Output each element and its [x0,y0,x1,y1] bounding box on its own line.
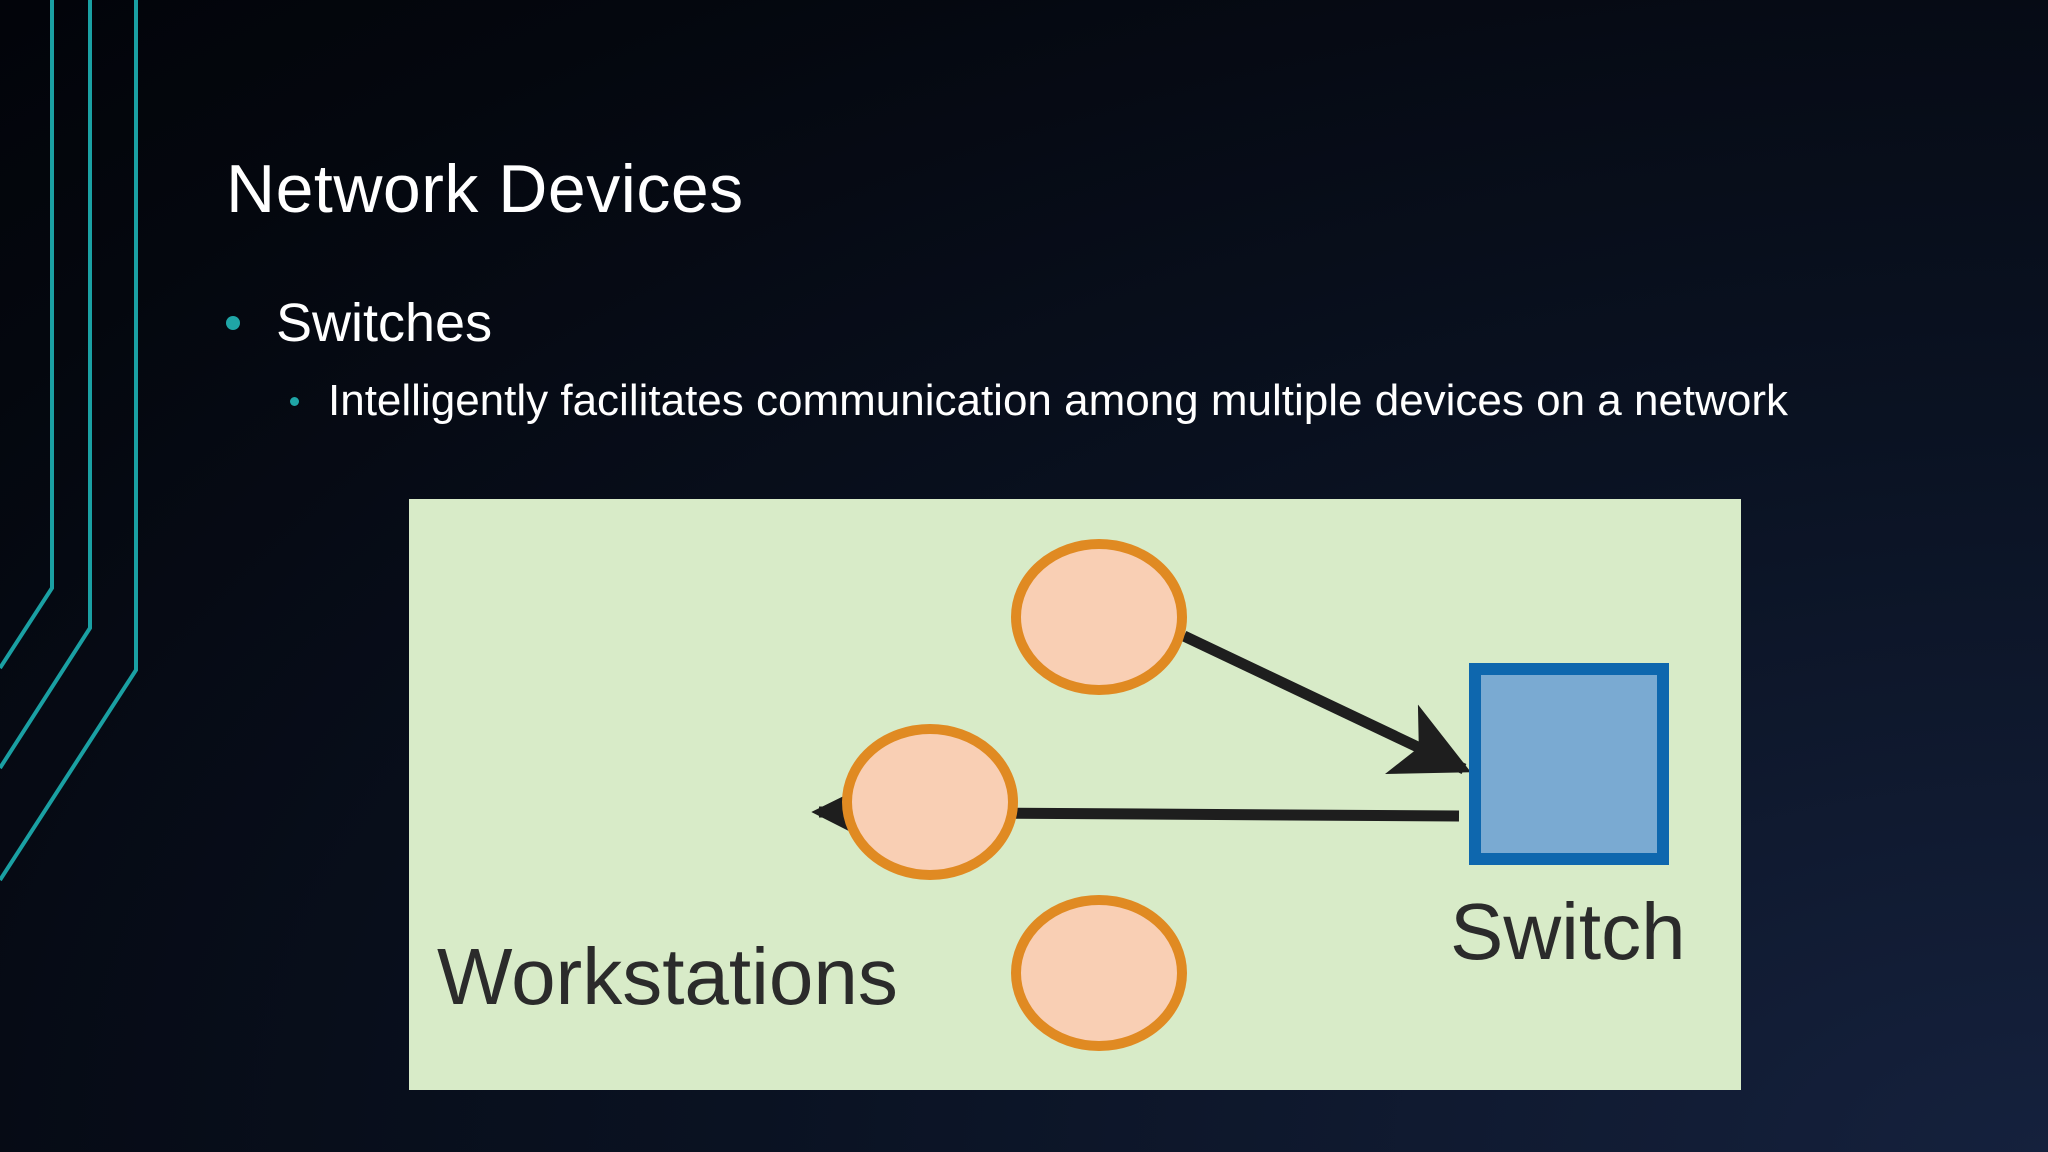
switch-node [1469,663,1669,865]
slide-title: Network Devices [226,151,744,227]
bullet-dot-icon [226,316,240,330]
workstation-middle-node [842,724,1018,880]
bullet-item: Switches [226,292,492,354]
workstation-top-node [1011,539,1187,695]
workstation-bottom-node [1011,895,1187,1051]
switch-diagram: Workstations Switch [409,499,1741,1090]
switch-label: Switch [1450,887,1686,976]
bullet-text: Switches [276,293,493,353]
workstations-label: Workstations [437,932,898,1021]
diagram-canvas: Workstations Switch [437,539,1686,1051]
arrow-workstation-to-switch [1181,631,1471,775]
subbullet-dot-icon [290,396,299,406]
decorative-lines [0,0,138,882]
subbullet-item: Intelligently facilitates communication … [290,376,1788,426]
subbullet-text: Intelligently facilitates communication … [328,376,1789,425]
